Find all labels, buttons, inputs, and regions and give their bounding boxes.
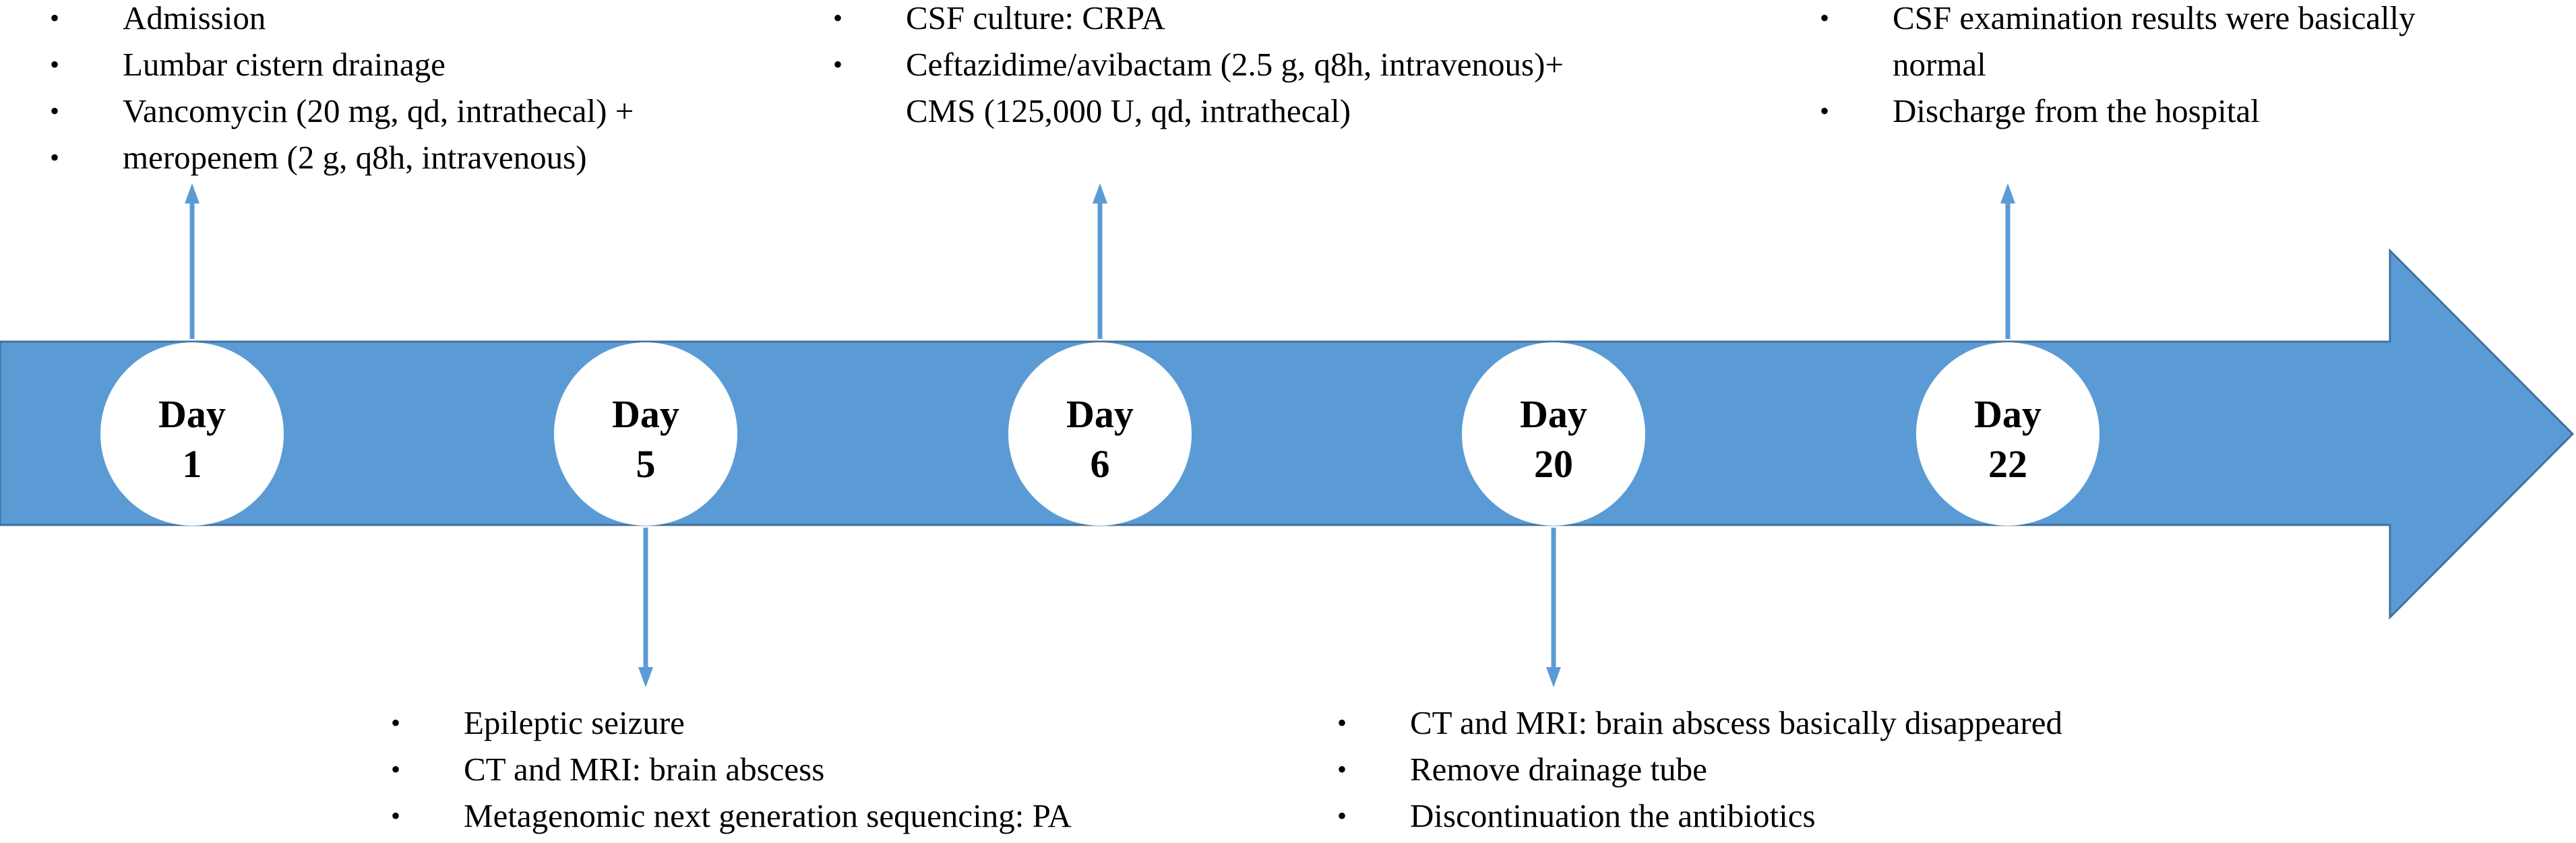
connector-day-6 (1093, 183, 1107, 339)
note-item: Vancomycin (20 mg, qd, intrathecal) + (50, 88, 634, 134)
milestone-circle-day-1 (100, 342, 284, 526)
milestone-label-day-20: Day (1520, 392, 1587, 436)
notes-day-5: Epileptic seizureCT and MRI: brain absce… (391, 699, 1072, 839)
note-item: Metagenomic next generation sequencing: … (391, 792, 1072, 839)
notes-day-6: CSF culture: CRPACeftazidime/avibactam (… (833, 0, 1564, 134)
note-item: Remove drainage tube (1337, 746, 2062, 792)
milestone-number-day-1: 1 (183, 442, 202, 486)
note-item: Ceftazidime/avibactam (2.5 g, q8h, intra… (833, 41, 1564, 134)
milestone-circle-day-22 (1916, 342, 2099, 526)
note-item: CT and MRI: brain abscess (391, 746, 1072, 792)
milestone-number-day-22: 22 (1988, 442, 2027, 486)
notes-day-20: CT and MRI: brain abscess basically disa… (1337, 699, 2062, 839)
note-item: CSF culture: CRPA (833, 0, 1564, 41)
connector-day-5 (638, 528, 653, 687)
milestone-circle-day-6 (1008, 342, 1192, 526)
note-item: Admission (50, 0, 634, 41)
note-item: CT and MRI: brain abscess basically disa… (1337, 699, 2062, 746)
note-item: Epileptic seizure (391, 699, 1072, 746)
connectors (185, 183, 2015, 687)
note-item: CSF examination results were basicallyno… (1820, 0, 2416, 88)
note-item: Lumbar cistern drainage (50, 41, 634, 88)
milestone-circle-day-20 (1462, 342, 1645, 526)
milestone-number-day-6: 6 (1091, 442, 1110, 486)
milestone-label-day-5: Day (612, 392, 679, 436)
connector-day-1 (185, 183, 200, 339)
note-item: Discontinuation the antibiotics (1337, 792, 2062, 839)
notes-day-22: CSF examination results were basicallyno… (1820, 0, 2416, 134)
connector-day-22 (2000, 183, 2015, 339)
milestones: Day 1 Day 5 Day 6 Day 20 Day 22 (100, 342, 2099, 526)
milestone-label-day-6: Day (1066, 392, 1134, 436)
milestone-number-day-5: 5 (636, 442, 656, 486)
milestone-label-day-1: Day (158, 392, 226, 436)
timeline-arrow (0, 248, 2575, 620)
note-item: Discharge from the hospital (1820, 88, 2416, 134)
connector-day-20 (1546, 528, 1561, 687)
milestone-circle-day-5 (554, 342, 737, 526)
notes-day-1: AdmissionLumbar cistern drainageVancomyc… (50, 0, 634, 181)
milestone-label-day-22: Day (1974, 392, 2042, 436)
milestone-number-day-20: 20 (1534, 442, 1573, 486)
note-item: meropenem (2 g, q8h, intravenous) (50, 134, 634, 181)
